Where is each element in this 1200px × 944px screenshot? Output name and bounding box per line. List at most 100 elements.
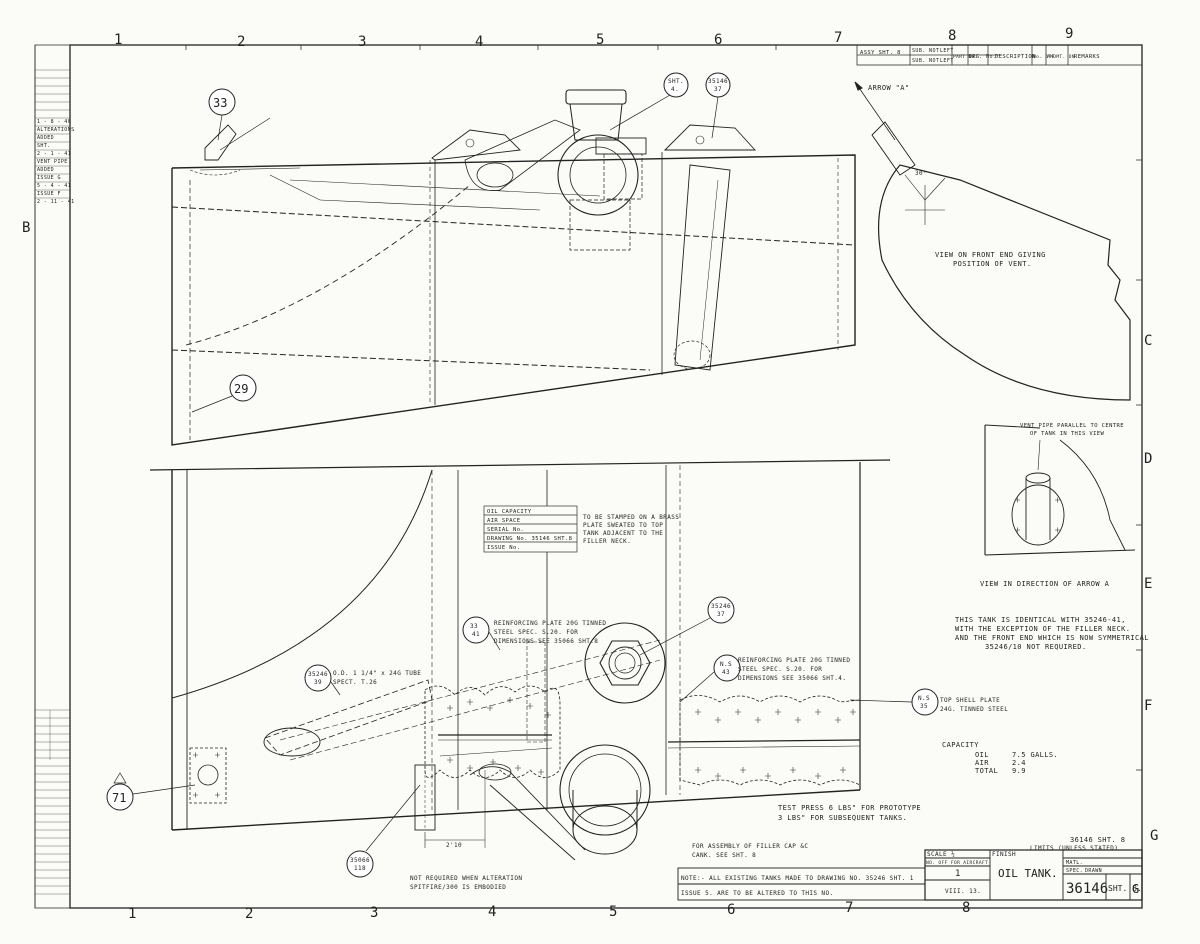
tb-ref: VIII. 13.: [945, 888, 981, 895]
note-test-2: 3 LBS" FOR SUBSEQUENT TANKS.: [778, 814, 907, 822]
tb-drawing-number: 36146: [1066, 881, 1108, 897]
note-stamp-4: FILLER NECK.: [583, 538, 631, 545]
sheet-frame: [34, 44, 1143, 909]
front-end-view: [854, 81, 1131, 401]
tb-title: OIL TANK.: [998, 867, 1058, 880]
tb-note-1: NOTE:- ALL EXISTING TANKS MADE TO DRAWIN…: [681, 875, 914, 882]
rev-log-10: 2 - 11 - 41: [37, 199, 75, 205]
revision-log-text: 1 - 8 - 40 ALTERATIONS ADDED SHT. 2 - 1 …: [37, 119, 75, 205]
capacity-oil-value: 7.5 GALLS.: [1012, 751, 1058, 759]
balloon-35246-37-b: 37: [717, 611, 725, 618]
grid-row-e: E: [1144, 576, 1152, 592]
tb-nonstandard: NO. OFF FOR AIRCRAFT: [926, 860, 988, 866]
grid-col-4: 4: [475, 34, 483, 50]
grid-row-c: C: [1144, 333, 1152, 349]
plate-table-text: OIL CAPACITY AIR SPACE SERIAL No. DRAWIN…: [487, 509, 572, 551]
note-stamp-3: TANK ADJACENT TO THE: [583, 530, 663, 537]
note-reinf43-2: STEEL SPEC. S.20. FOR: [738, 666, 822, 673]
tb-note-2: ISSUE 5. ARE TO BE ALTERED TO THIS NO.: [681, 890, 833, 897]
note-identical-3: AND THE FRONT END WHICH IS NOW SYMMETRIC…: [955, 634, 1149, 642]
rev-header-assy: ASSY SHT. 8: [860, 50, 901, 56]
grid-col-1: 1: [114, 32, 122, 48]
title-block-text: 36146 SHT. 8 LIMITS (UNLESS STATED) SCAL…: [681, 836, 1142, 897]
balloon-35246-39-a: 35246: [308, 671, 328, 678]
capacity-total-label: TOTAL: [975, 767, 998, 775]
balloon-sht4-a: SHT.: [668, 78, 684, 85]
grid-col-2: 2: [237, 34, 245, 50]
rev-log-2: ADDED: [37, 135, 54, 141]
balloon-33-41-a: 33: [470, 623, 478, 630]
balloon-71: 71: [112, 791, 126, 805]
grid-row-g: G: [1150, 828, 1158, 844]
balloon-labels: 33 29 71 SHT. 4. 35146 37 35246 39 33 41…: [112, 78, 930, 872]
note-identical-4: 35246/10 NOT REQUIRED.: [985, 643, 1087, 651]
note-top-shell-2: 24G. TINNED STEEL: [940, 706, 1008, 713]
note-filler-cap-2: CANK. SEE SHT. 8: [692, 852, 756, 859]
note-view-arrow-a: VIEW IN DIRECTION OF ARROW A: [980, 580, 1110, 588]
rev-header-drg: DRG. No.: [969, 54, 996, 60]
grid-col-5: 5: [596, 32, 604, 48]
rev-header-remarks: REMARKS: [1074, 54, 1100, 60]
tb-scale: SCALE ½: [927, 851, 955, 858]
note-reinf43-1: REINFORCING PLATE 20G TINNED: [738, 657, 850, 664]
grid-row-d: D: [1144, 451, 1152, 467]
note-front-end-1: VIEW ON FRONT END GIVING: [935, 251, 1046, 259]
balloon-35-a: N.S: [918, 695, 930, 702]
grid-col-b-8: 8: [962, 900, 970, 916]
grid-col-b-5: 5: [609, 904, 617, 920]
capacity-air-value: 2.4: [1012, 759, 1026, 767]
rev-log-4: 2 - 1 - 41: [37, 151, 71, 157]
tb-limits: LIMITS (UNLESS STATED): [1030, 845, 1118, 852]
balloon-43-b: 43: [722, 669, 730, 676]
plate-row-3: DRAWING No. 35146 SHT.8: [487, 536, 572, 542]
balloon-29: 29: [234, 382, 248, 396]
revision-log-strip: [35, 69, 70, 895]
plate-table: [483, 505, 578, 553]
balloon-sht4-b: 4.: [671, 86, 679, 93]
balloon-35-b: 35: [920, 703, 928, 710]
note-filler-cap-1: FOR ASSEMBLY OF FILLER CAP &C: [692, 843, 808, 850]
note-stamp-2: PLATE SWEATED TO TOP: [583, 522, 663, 529]
note-identical-2: WITH THE EXCEPTION OF THE FILLER NECK.: [955, 625, 1130, 633]
note-vent-1: VENT PIPE PARALLEL TO CENTRE: [1020, 423, 1124, 429]
grid-col-b-4: 4: [488, 904, 496, 920]
plate-row-1: AIR SPACE: [487, 518, 520, 524]
balloon-43-a: N.S: [720, 661, 732, 668]
capacity-total-value: 9.9: [1012, 767, 1026, 775]
balloon-35246-39-b: 39: [314, 679, 322, 686]
balloon-35146-b: 37: [714, 86, 722, 93]
rev-header-part: PART No.: [953, 54, 978, 60]
grid-row-f: F: [1144, 698, 1152, 714]
rev-log-9: ISSUE F: [37, 191, 61, 197]
grid-columns-bottom: 1 2 3 4 5 6 7 8: [128, 900, 970, 922]
rev-log-7: ISSUE G: [37, 175, 61, 181]
balloon-33-41-b: 41: [472, 631, 480, 638]
grid-columns-top: 1 2 3 4 5 6 7 8 9: [114, 26, 1073, 50]
tb-top-ref: 36146 SHT. 8: [1070, 836, 1125, 844]
tb-material: MATL.: [1066, 860, 1083, 866]
note-top-shell-1: TOP SHELL PLATE: [940, 697, 1000, 704]
note-vent-2: OF TANK IN THIS VIEW: [1030, 431, 1105, 437]
note-reinf41-1: REINFORCING PLATE 20G TINNED: [494, 620, 606, 627]
note-not-required-1: NOT REQUIRED WHEN ALTERATION: [410, 875, 522, 882]
tb-drawn: DRAWN: [1085, 868, 1102, 874]
tank-side-view: [171, 89, 856, 446]
plate-row-0: OIL CAPACITY: [487, 509, 532, 515]
rivet-marks: [193, 497, 1060, 798]
note-angle: 30°: [915, 170, 927, 177]
grid-col-b-6: 6: [727, 902, 735, 918]
note-front-end-2: POSITION OF VENT.: [953, 260, 1031, 268]
rev-header-left-2: LEFT: [940, 58, 954, 64]
plate-row-4: ISSUE No.: [487, 545, 520, 551]
note-reinf41-3: DIMENSIONS SEE 35066 SHT.8: [494, 638, 598, 645]
capacity-oil-label: OIL: [975, 751, 989, 759]
title-block: [677, 849, 1143, 901]
callout-balloons: [106, 72, 939, 878]
grid-col-9: 9: [1065, 26, 1073, 42]
balloon-leaders: [113, 94, 913, 852]
rev-header-sub: SUB. NOT.: [912, 48, 943, 54]
tb-sheet: SHT. 8.: [1108, 884, 1142, 893]
drawing-notes: ARROW "A" 30° VIEW ON FRONT END GIVING P…: [333, 84, 1149, 891]
